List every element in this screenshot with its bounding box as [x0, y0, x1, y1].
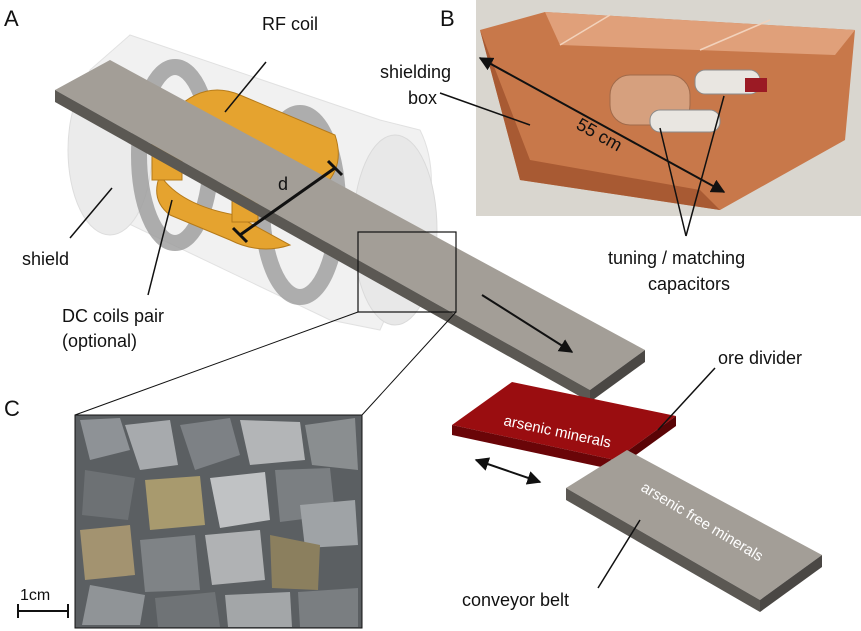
conveyor-belt-main	[55, 60, 645, 402]
panel-a: A RF coil d shield DC coils pair (option…	[4, 6, 645, 416]
belt-direction-arrow	[481, 294, 574, 353]
sample-zoom-box	[357, 231, 457, 313]
arsenic-free-belt	[566, 450, 822, 600]
box-dimension-arrow	[478, 57, 726, 193]
divider-movement-arrow	[474, 457, 542, 485]
rock-texture	[80, 418, 358, 627]
conveyor-belt-label: conveyor belt	[462, 590, 569, 610]
panel-label-b: B	[440, 6, 455, 31]
panel-label-c: C	[4, 396, 20, 421]
box-label: box	[408, 88, 437, 108]
ore-divider	[452, 382, 676, 460]
panel-c: 1cm C	[4, 396, 363, 629]
capacitors-label-2: capacitors	[648, 274, 730, 294]
capacitors-label: tuning / matching	[608, 248, 745, 268]
d-label: d	[278, 174, 288, 194]
scale-bar-label: 1cm	[20, 587, 50, 604]
ore-divider-label: ore divider	[718, 348, 802, 368]
dc-coils-optional-label: (optional)	[62, 331, 137, 351]
panel-b: B shielding box 55 cm tuning / matching …	[380, 0, 861, 294]
shielding-label: shielding	[380, 62, 451, 82]
shield-label: shield	[22, 249, 69, 269]
sorting-section: arsenic minerals arsenic free minerals o…	[452, 348, 822, 612]
dc-coils-label: DC coils pair	[62, 306, 164, 326]
d-dimension-line	[239, 166, 336, 237]
rf-coil-label: RF coil	[262, 14, 318, 34]
panel-label-a: A	[4, 6, 19, 31]
